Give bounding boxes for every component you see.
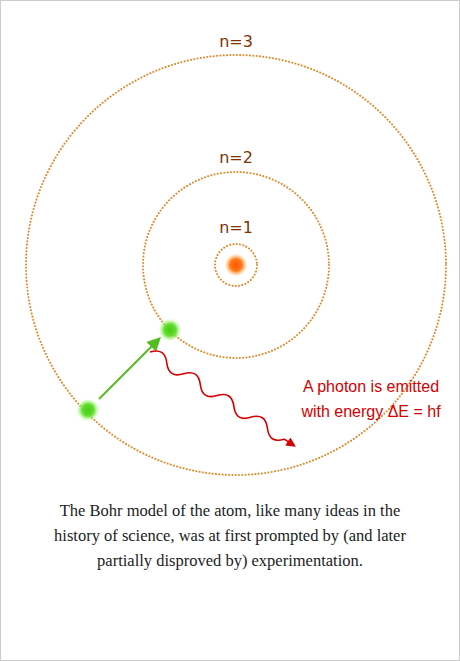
electron-before [77,399,99,421]
figure-caption: The Bohr model of the atom, like many id… [35,498,425,573]
electron-after [159,319,181,341]
photon-wave [147,347,298,451]
orbit-label: n=1 [219,218,253,238]
orbit-2 [143,172,329,358]
photon-note: A photon is emitted with energy ΔE = hf [291,374,451,424]
orbit-label: n=2 [219,148,253,168]
orbit-1 [215,244,257,286]
nucleus [225,254,247,276]
orbit-label: n=3 [219,32,253,52]
photon-wave-path [147,347,298,451]
transition-arrow [99,339,159,399]
